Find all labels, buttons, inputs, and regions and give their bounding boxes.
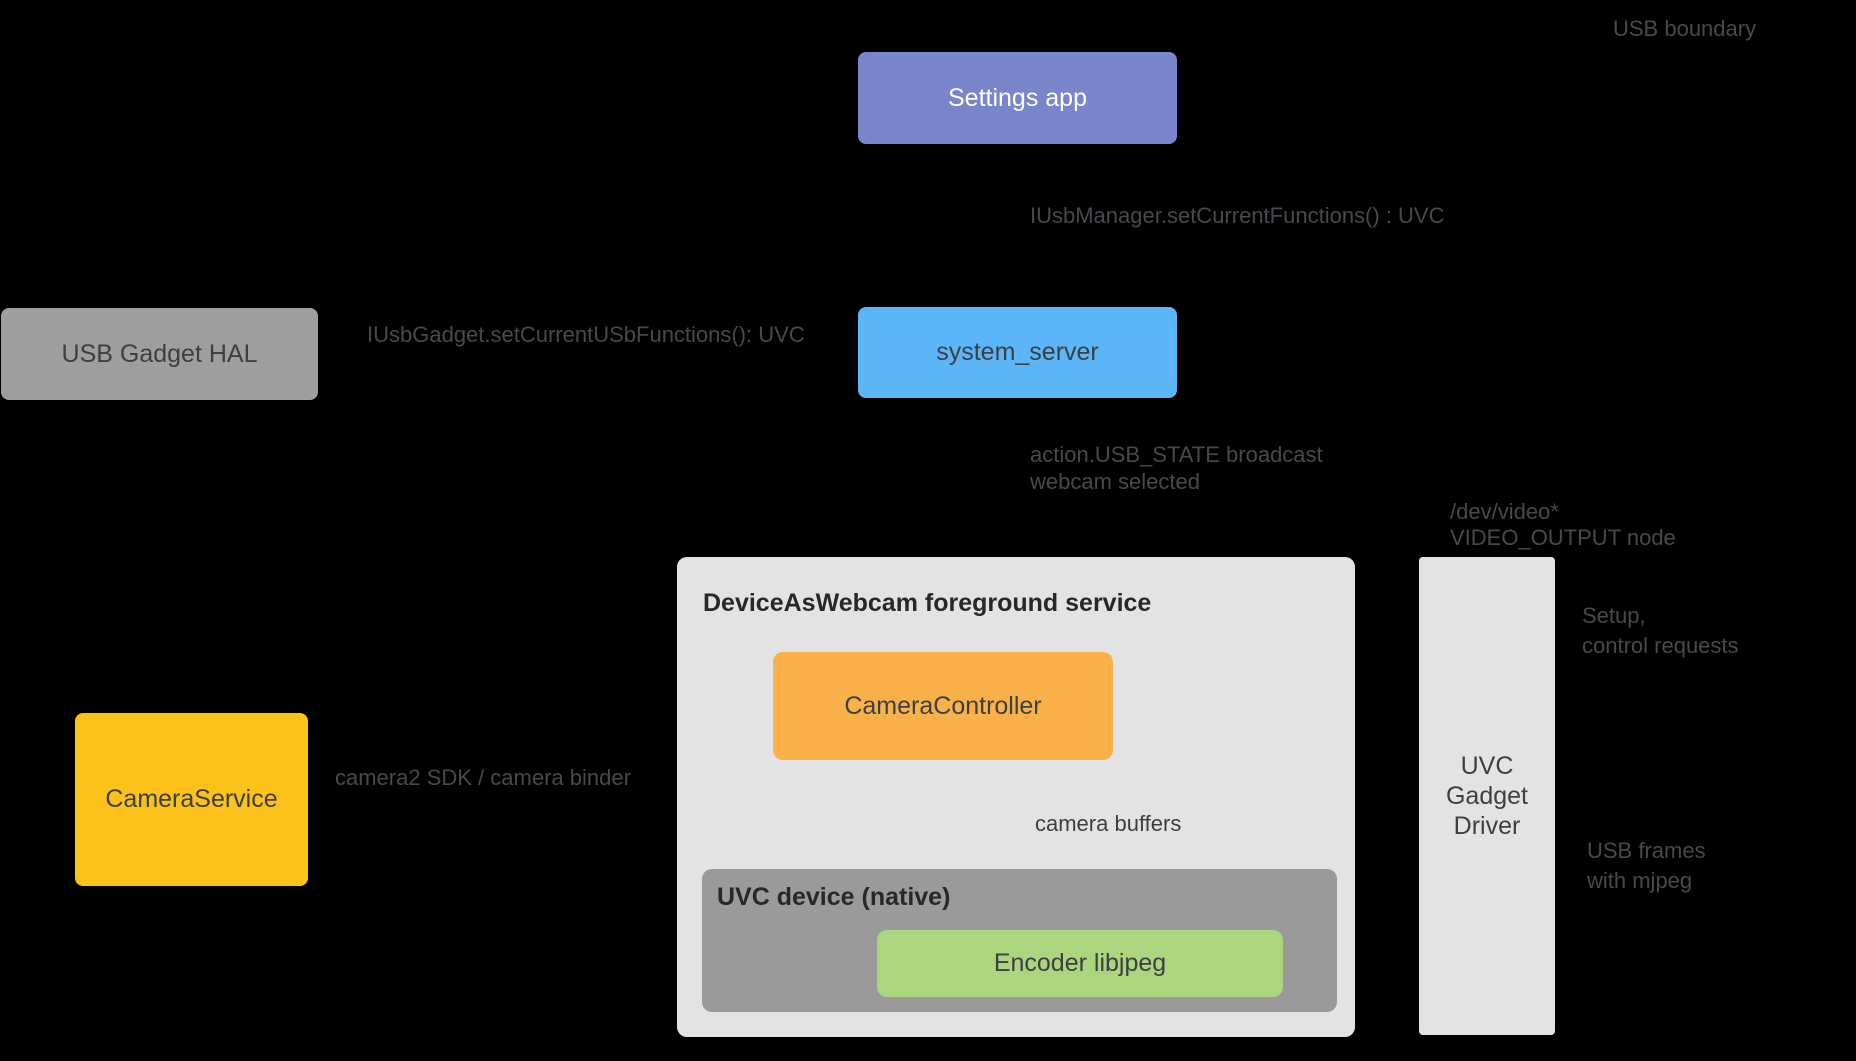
settings-app-box: Settings app bbox=[858, 52, 1177, 144]
camera-controller-box: CameraController bbox=[773, 652, 1113, 760]
arrow-cameraservice-to-service bbox=[310, 790, 677, 808]
system-server-box: system_server bbox=[858, 307, 1177, 398]
camera-buffers-label: camera buffers bbox=[1035, 811, 1182, 836]
iusbgadget-call-label: IUsbGadget.setCurrentUSbFunctions(): UVC bbox=[367, 322, 805, 347]
usb-frames-mjpeg-label: USB frames with mjpeg bbox=[1587, 838, 1706, 893]
setup-control-requests-label: Setup, control requests bbox=[1582, 603, 1739, 658]
arrow-systemserver-to-service bbox=[1007, 399, 1025, 557]
usb-boundary-label: USB boundary bbox=[1613, 16, 1757, 41]
iusbmanager-call-label: IUsbManager.setCurrentFunctions() : UVC bbox=[1030, 203, 1445, 228]
camera-service-box: CameraService bbox=[75, 713, 308, 886]
camera2-sdk-label: camera2 SDK / camera binder bbox=[335, 765, 631, 790]
usb-gadget-hal-box: USB Gadget HAL bbox=[1, 308, 318, 400]
arrow-settings-to-systemserver bbox=[1007, 145, 1025, 306]
foreground-service-title: DeviceAsWebcam foreground service bbox=[703, 589, 1152, 617]
uvc-gadget-driver-box: UVC Gadget Driver bbox=[1419, 557, 1555, 1035]
usb-state-broadcast-label: action.USB_STATE broadcast webcam select… bbox=[1030, 442, 1323, 494]
dev-video-node-label: /dev/video* VIDEO_OUTPUT node bbox=[1450, 499, 1676, 550]
arrow-systemserver-to-hal bbox=[319, 345, 858, 363]
uvc-device-native-title: UVC device (native) bbox=[717, 883, 951, 911]
encoder-libjpeg-box: Encoder libjpeg bbox=[877, 930, 1283, 997]
